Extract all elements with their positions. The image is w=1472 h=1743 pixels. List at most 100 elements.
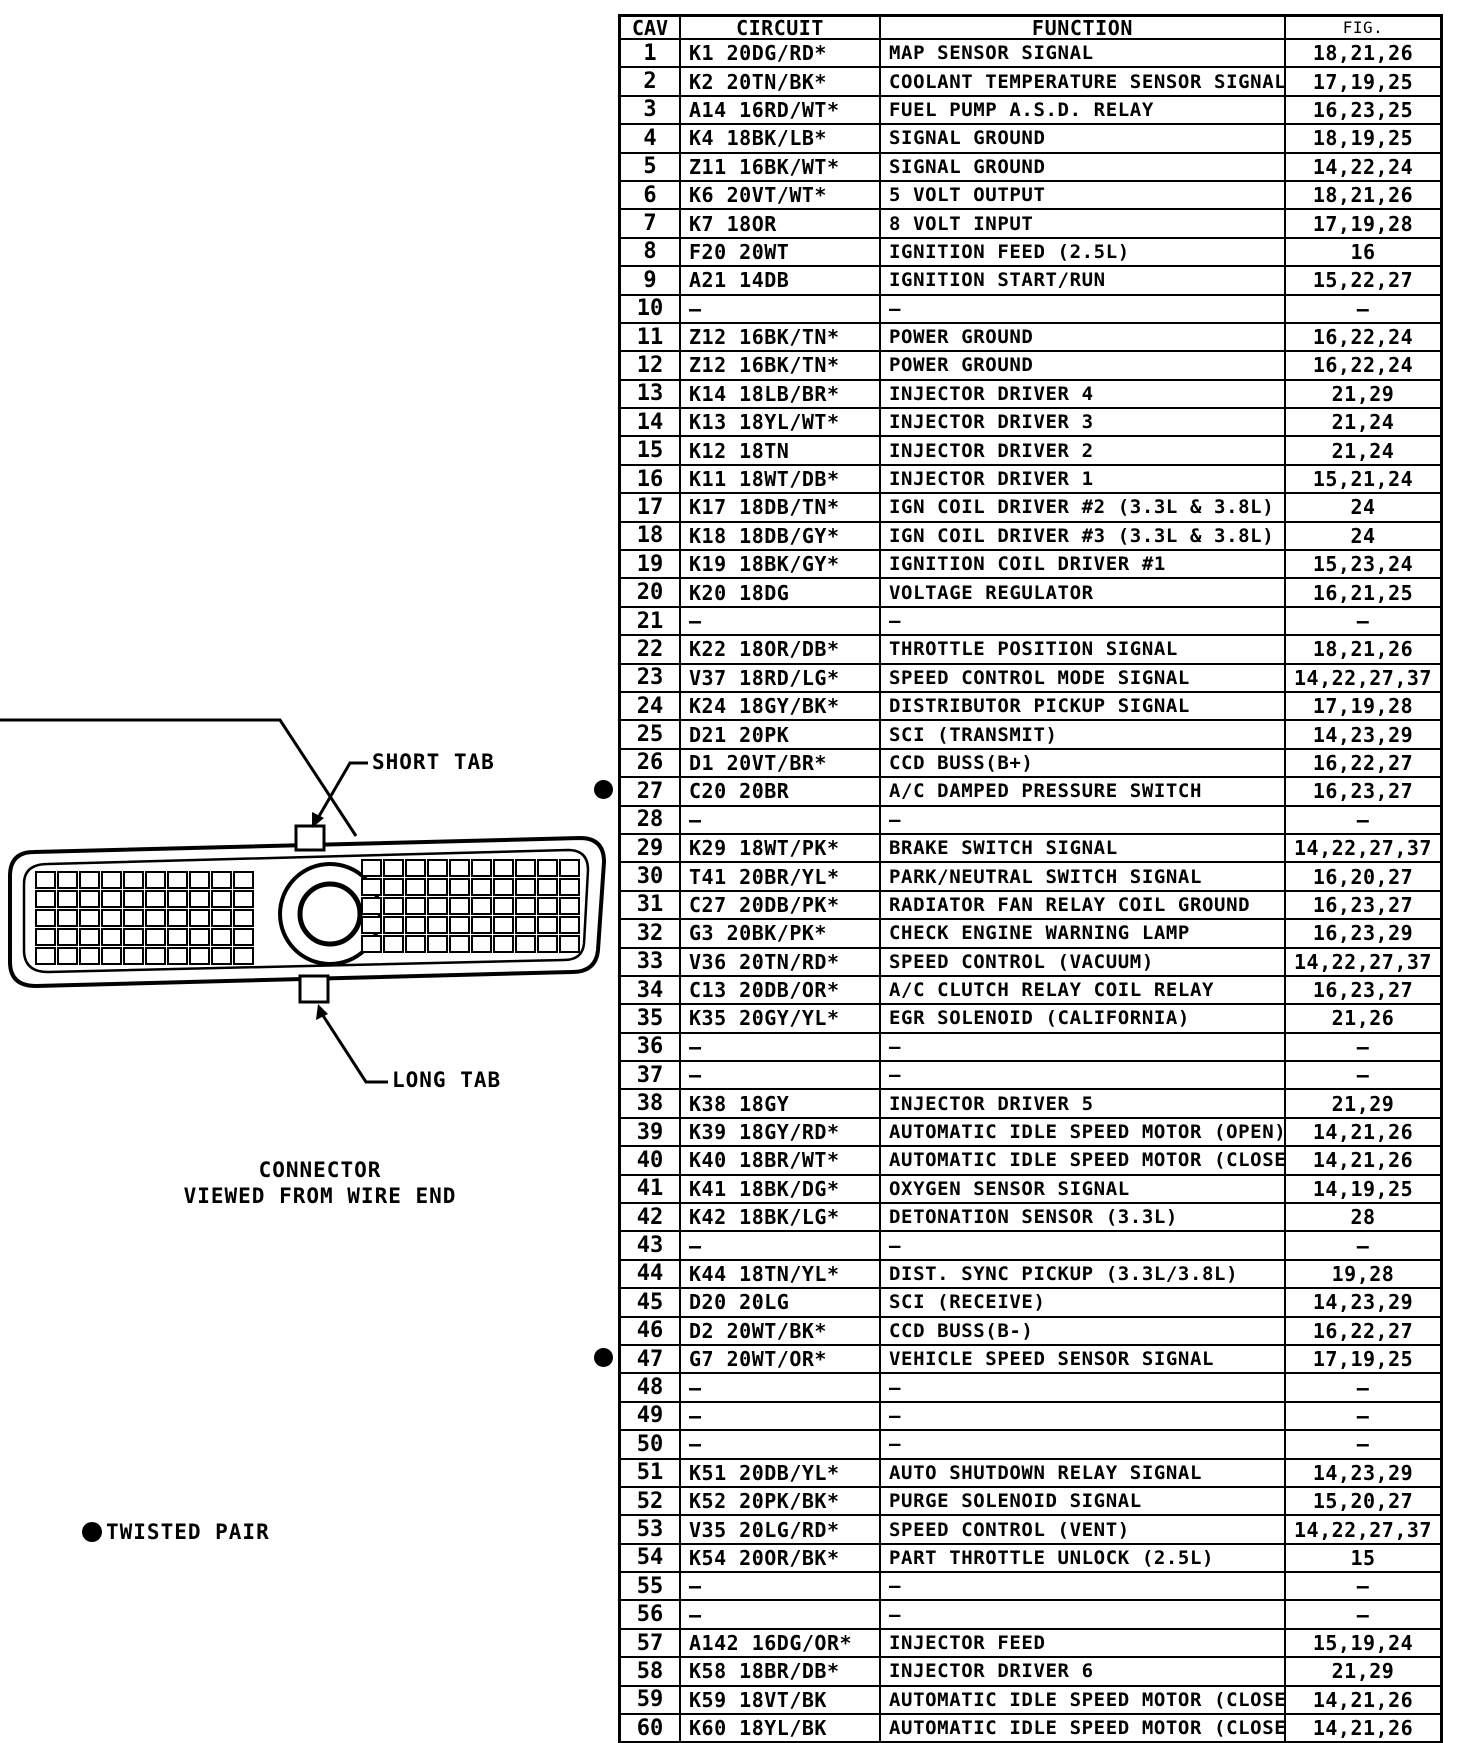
caption-line-2: VIEWED FROM WIRE END [183,1184,457,1208]
circuit-cell: — [681,295,881,322]
fig-cell: 16,22,24 [1312,353,1414,378]
long-tab-arrowhead [316,1004,328,1020]
fig-cell: 21,29 [1331,1091,1395,1116]
function-cell: — [881,1573,1286,1600]
cav-cell: 47 [621,1345,681,1373]
connector-cavity [123,947,144,965]
circuit-cell: Z12 16BK/TN* [681,323,881,351]
circuit-cell: K14 18LB/BR* [681,380,881,408]
connector-cavity [189,890,210,908]
circuit-cell: — [681,1033,881,1061]
connector-cavity [167,928,188,946]
function-cell: SIGNAL GROUND [881,153,1286,180]
connector-cavity [145,928,166,946]
circuit-cell: D21 20PK [681,721,881,748]
connector-cavity [145,890,166,908]
fig-cell: — [1356,1233,1370,1258]
fig-cell: 14,22,27,37 [1294,836,1432,861]
connector-cavity [405,859,426,877]
function-cell: 8 VOLT INPUT [881,210,1286,237]
circuit-cell: G3 20BK/PK* [681,920,881,947]
function-cell: OXYGEN SENSOR SIGNAL [881,1175,1286,1203]
function-cell: INJECTOR DRIVER 5 [881,1090,1286,1117]
function-cell: AUTOMATIC IDLE SPEED MOTOR (OPEN) [881,1118,1286,1146]
function-cell: MAP SENSOR SIGNAL [881,40,1286,67]
cav-cell: 8 [621,238,681,266]
fig-cell: 18,21,26 [1312,41,1414,66]
circuit-cell: C13 20DB/OR* [681,976,881,1004]
connector-cavity [383,878,404,896]
connector-cavity [233,909,254,927]
twisted-pair-legend: TWISTED PAIR [82,1520,270,1544]
cav-cell: 15 [621,437,681,464]
connector-cavity [515,859,536,877]
connector-cavity [211,947,232,965]
function-cell: SPEED CONTROL MODE SIGNAL [881,664,1286,691]
connector-cavity [427,859,448,877]
circuit-cell: A21 14DB [681,267,881,294]
connector-cavity [493,935,514,953]
circuit-cell: T41 20BR/YL* [681,863,881,890]
fig-cell: 21,26 [1331,1006,1395,1031]
cav-cell: 16 [621,465,681,493]
cav-cell: 5 [621,153,681,180]
function-cell: SPEED CONTROL (VENT) [881,1516,1286,1543]
fig-cell: — [1356,1375,1370,1400]
fig-cell: 21,24 [1331,410,1395,435]
cav-cell: 37 [621,1062,681,1089]
function-cell: SIGNAL GROUND [881,125,1286,152]
circuit-cell: K60 18YL/BK [681,1715,881,1742]
connector-cavity [145,909,166,927]
cav-cell: 4 [621,125,681,152]
connector-cavity [559,859,580,877]
connector-cavity [559,935,580,953]
function-cell: DISTRIBUTOR PICKUP SIGNAL [881,692,1286,720]
function-cell: A/C DAMPED PRESSURE SWITCH [881,778,1286,805]
cav-cell: 41 [621,1175,681,1203]
cav-cell: 53 [621,1516,681,1543]
function-cell: — [881,295,1286,322]
cav-cell: 45 [621,1289,681,1316]
connector-cavity [559,916,580,934]
circuit-cell: K7 18OR [681,210,881,237]
fig-cell: 14,23,29 [1312,1460,1414,1485]
table-row: 56——— [618,1601,1443,1630]
long-tab [298,974,330,1004]
connector-cavity [449,935,470,953]
cav-cell: 48 [621,1374,681,1401]
connector-cavity [515,878,536,896]
fig-cell: 17,19,25 [1312,1347,1414,1372]
connector-cavity [123,909,144,927]
connector-cavity [79,947,100,965]
fig-cell: 16,23,27 [1312,978,1414,1003]
connector-cavity [167,871,188,889]
cav-cell: 28 [621,806,681,833]
connector-cavity [537,935,558,953]
circuit-cell: K20 18DG [681,579,881,606]
circuit-cell: — [681,607,881,635]
connector-cavity [101,947,122,965]
function-cell: POWER GROUND [881,323,1286,351]
circuit-cell: A14 16RD/WT* [681,96,881,124]
twisted-pair-legend-label: TWISTED PAIR [106,1520,270,1544]
connector-cavity [211,909,232,927]
connector-cavity [449,897,470,915]
fig-cell: — [1356,1403,1370,1428]
connector-cavity [35,928,56,946]
fig-cell: 16,23,27 [1312,892,1414,917]
cav-cell: 12 [621,352,681,379]
fig-cell: 16,22,27 [1312,1318,1414,1343]
